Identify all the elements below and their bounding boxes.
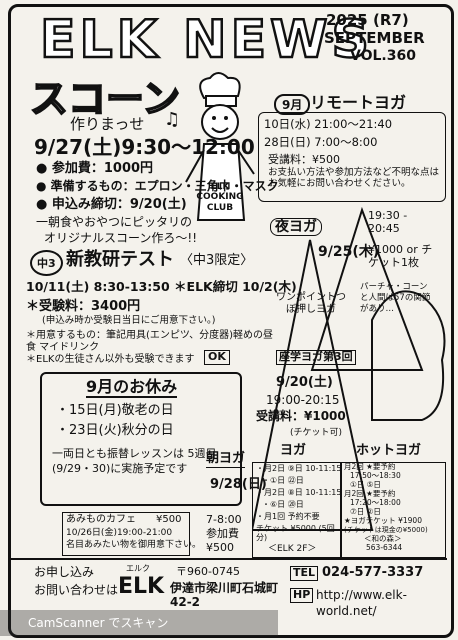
music-note-icon: ♫ [164,109,181,130]
footer-inquiry: お問い合わせは [34,583,119,597]
hot-yoga-line-3: ①日 ⑤日 [350,480,381,489]
footer-postal: 〒960-0745 [176,565,240,578]
morning-yoga-price: ¥500 [206,541,234,554]
hot-yoga-line-2: 17:50〜18:30 [350,471,401,480]
hot-yoga-line-10: 563-6344 [366,543,403,552]
holiday-note: 一両日とも振替レッスンは 5週目(9/29・30)に実施予定です [52,447,217,476]
remote-note: お支払い方法や参加方法など不明な点はお気軽にお問い合わせください。 [268,167,440,189]
yoga-title: ヨガ [280,443,307,458]
test-title: 新教研テスト [66,249,174,270]
scone-subtitle: 作りまっせ [70,115,145,133]
scone-note-1: 一朝食やおやつにピッタリの [36,215,193,229]
yoga-line-3: ・月2日 ⑧日 10-11:15 [256,488,342,497]
yoga-box [252,462,342,558]
hot-yoga-title: ホットヨガ [356,443,422,458]
cafe-title: あみものカフェ [66,514,136,525]
test-fee-note: (申込み時か受験日当日にご用意下さい。) [42,315,216,326]
scone-title: スコーン [29,76,181,121]
hot-yoga-line-9: ＜和の森＞ [364,534,402,543]
hot-yoga-line-7: ★ヨガチケット ¥1900 [344,516,422,525]
night-yoga-time: 19:30 - 20:45 [368,209,408,235]
yoga-location: ＜ELK 2F＞ [268,544,317,554]
hot-yoga-line-8: (チケットは現金の¥5000) [344,526,428,534]
test-items: ＊用意するもの：筆記用具(エンピツ、分度器)軽めの昼食 マイドリンク [26,330,274,353]
footer-elk-ruby: エルク [126,564,150,573]
yoga-line-2: ・①日 ㉒日 [262,476,304,485]
yoga-line-4: ・⑥日 ⑳日 [262,500,304,509]
test-limit: 〈中3限定〉 [180,253,254,268]
morning-yoga-title: 朝ヨガ [206,451,246,468]
footer-tel-label: TEL [290,566,319,581]
test-schedule: 10/11(土) 8:30-13:50 ＊ELK締切 10/2(木) [26,279,297,294]
scone-date: 9/27(土)9:30〜12:00 [34,135,255,159]
workshop-title: ワンポイントつぼ押しヨガ [276,292,346,315]
remote-yoga-box [258,112,446,202]
hot-yoga-line-4: 月2回 ★要予約 [344,489,396,498]
holiday-title: 9月のお休み [86,377,178,399]
footer [10,558,447,632]
remote-yoga-title: リモートヨガ [310,93,407,112]
remote-fee: 受講料：¥500 [268,153,340,166]
hot-yoga-box [340,462,446,558]
newsletter-title: ELK NEWS [39,9,373,72]
night-yoga-title: 夜ヨガ [270,218,322,237]
footer-apply: お申し込み [34,565,95,579]
test-eligibility: ＊ELKの生徒さん以外も受験できます [26,354,195,365]
mountain-illustration-icon [252,206,446,531]
workshop-fee: 受講料：¥1000 [256,409,346,423]
scanner-watermark: CamScanner でスキャン [0,610,278,636]
workshop-time: 19:00-20:15 [266,393,340,407]
scone-deadline: ● 申込み締切：9/20(土) [36,197,187,212]
header-month: SEPTEMBER [324,29,425,47]
footer-tel[interactable]: 024-577-3337 [322,565,424,580]
holiday-box [40,372,242,506]
knitting-cafe-box [62,512,190,556]
remote-month-tag: 9月 [274,94,311,115]
footer-website-link[interactable]: http://www.elk-world.net/ [316,588,407,618]
footer-hp-label: HP [290,588,314,603]
test-fee: ＊受験料：3400円 [26,299,141,314]
hot-yoga-line-6: ⑦日 ②日 [350,507,381,516]
hot-yoga-line-5: 17:20〜18:00 [350,498,401,507]
pachi-note: パーチャ・コーンと人間は57の関節があり… [360,282,431,315]
morning-yoga-time: 7-8:00 [206,513,242,526]
holiday-line-1: ・15日(月)敬老の日 [56,403,174,418]
workshop-subtitle: 座学ヨガ第3回 [276,350,356,365]
test-ok-stamp: OK [204,350,230,365]
chef-illustration-icon [185,72,255,221]
test-grade-badge: 中3 [30,250,63,276]
remote-slot-1: 10日(水) 21:00〜21:40 [264,117,393,131]
yoga-line-5: ・月1回 予約不要 [256,512,320,521]
header-year: 2025 (R7) [326,11,409,29]
workshop-date: 9/20(土) [276,375,333,390]
newsletter-frame [8,4,454,638]
scone-fee: ● 参加費：1000円 [36,161,154,176]
night-yoga-price: ¥1000 or チケット1枚 [368,243,433,269]
chef-apron-text: ELK COOKING CLUB [196,182,244,213]
footer-address: 伊達市梁川町石城町 42-2 [170,581,279,609]
hot-yoga-line-1: 月2回 ★要予約 [344,462,396,471]
yoga-ticket: チケット ¥5000 (5回分) [256,524,335,543]
scone-note-2: オリジナルスコーン作ろ〜!! [44,231,198,245]
holiday-line-2: ・23日(火)秋分の日 [56,423,174,438]
morning-yoga-fee-label: 参加費 [206,527,239,540]
header-volume: VOL.360 [350,48,416,64]
footer-elk-logo: ELK [118,574,165,599]
cafe-date: 10/26日(金)19:00-21:00 [66,528,173,538]
cafe-note: 名目あみたい物を御用意下さい。 [66,540,202,550]
workshop-fee-note: (チケット可) [290,428,343,438]
cafe-price: ¥500 [156,514,182,525]
remote-slot-2: 28日(日) 7:00〜8:00 [264,135,378,149]
scone-items: ● 準備するもの：エプロン・三角巾・マスク [36,179,279,193]
yoga-line-1: ・月2日 ⑨日 10-11:15 [256,464,342,473]
night-yoga-date: 9/25(木) [318,244,380,260]
